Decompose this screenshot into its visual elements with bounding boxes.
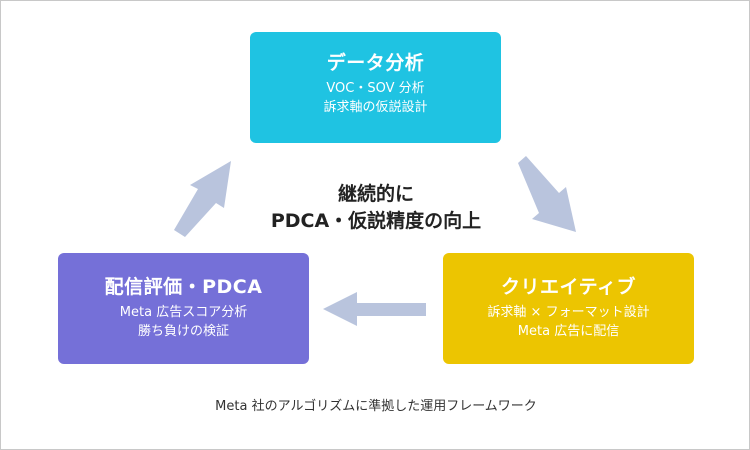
arrow-review-to-data-icon: [174, 161, 231, 237]
creative-box: クリエイティブ 訴求軸 × フォーマット設計 Meta 広告に配信: [443, 253, 694, 364]
creative-title: クリエイティブ: [501, 276, 636, 298]
center-line-2: PDCA・仮説精度の向上: [270, 210, 482, 232]
data-analysis-line-1: VOC・SOV 分析: [326, 81, 425, 96]
data-analysis-box: データ分析 VOC・SOV 分析 訴求軸の仮説設計: [250, 32, 501, 143]
review-line-2: 勝ち負けの検証: [137, 324, 229, 339]
review-box: 配信評価・PDCA Meta 広告スコア分析 勝ち負けの検証: [58, 253, 309, 364]
creative-line-2: Meta 広告に配信: [517, 324, 620, 339]
data-analysis-line-2: 訴求軸の仮説設計: [323, 100, 428, 115]
review-title: 配信評価・PDCA: [104, 276, 263, 298]
arrow-creative-to-review-icon: [323, 292, 426, 326]
cycle-center-label: 継続的に PDCA・仮説精度の向上: [201, 181, 551, 235]
framework-caption: Meta 社のアルゴリズムに準拠した運用フレームワーク: [215, 399, 537, 414]
data-analysis-title: データ分析: [326, 52, 425, 74]
arrow-data-to-creative-icon: [518, 156, 576, 232]
creative-line-1: 訴求軸 × フォーマット設計: [487, 305, 650, 320]
center-line-1: 継続的に: [337, 183, 414, 205]
review-line-1: Meta 広告スコア分析: [119, 305, 248, 320]
